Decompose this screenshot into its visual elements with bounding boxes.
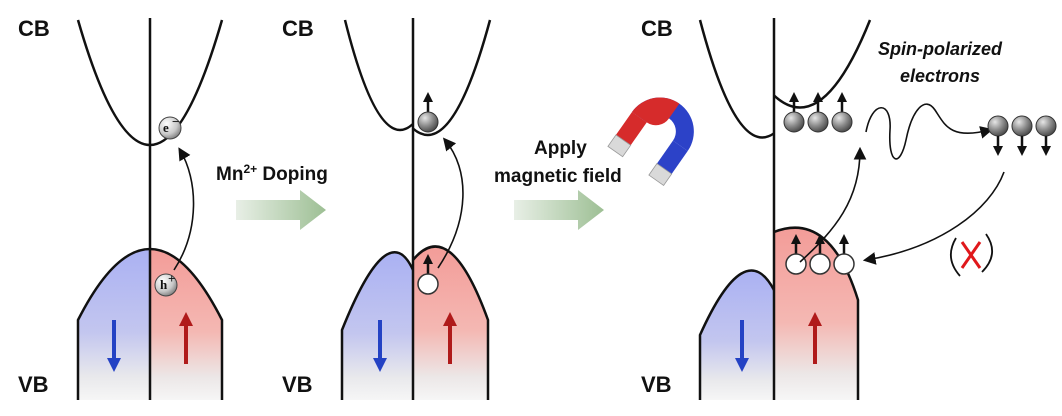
valence-band-curve-up — [412, 245, 490, 400]
hole-label: h — [160, 277, 168, 292]
panel-doped: CB VB — [282, 16, 492, 400]
doping-ion: Mn — [216, 164, 243, 185]
excitation-arrow-3 — [799, 146, 867, 263]
spin-up-hole — [833, 234, 855, 275]
spin-polarized-line2: electrons — [900, 66, 980, 86]
spin-up-arrow-head-2 — [443, 312, 457, 326]
hole-charge: + — [168, 271, 175, 286]
conduction-band-up-3 — [774, 19, 872, 109]
spin-down-electron — [1011, 115, 1033, 156]
spin-down-electron — [987, 115, 1009, 156]
panel-magnetic-field: CB VB — [641, 16, 1057, 400]
conduction-band-up — [413, 19, 492, 136]
spin-up-electron-2 — [417, 92, 439, 133]
excitation-arrow-2 — [437, 137, 464, 269]
vb-label-2: VB — [282, 372, 313, 397]
spin-down-arrow-head — [107, 358, 121, 372]
conduction-band-down-3 — [698, 19, 774, 139]
svg-text:Mn2+ Doping: Mn2+ Doping — [216, 162, 328, 185]
valence-band-curve-down — [340, 251, 415, 400]
spin-up-electron-group — [783, 92, 853, 133]
spin-up-electron — [783, 92, 805, 133]
valence-band-3 — [698, 226, 860, 400]
valence-band-2 — [340, 245, 490, 400]
spin-polarized-line1: Spin-polarized — [878, 39, 1003, 59]
electron-particle: e − — [158, 114, 182, 140]
hole-particle: h + — [154, 271, 178, 297]
electron-label: e — [163, 120, 169, 135]
process-arrow-2 — [514, 190, 604, 230]
spin-up-arrow-head-3 — [808, 312, 822, 326]
valence-band-curve-down-3 — [698, 269, 776, 400]
spin-down-electron-group — [987, 115, 1057, 156]
spin-up-hole — [785, 234, 807, 275]
horseshoe-magnet-icon — [607, 97, 694, 186]
apply-line: Apply — [534, 138, 587, 159]
recombination-arrow — [862, 171, 1005, 265]
electron-charge: − — [172, 114, 179, 129]
spin-down-region-3 — [700, 270, 774, 400]
spin-down-electron — [1035, 115, 1057, 156]
x-mark-icon — [950, 233, 993, 277]
cb-label-3: CB — [641, 16, 673, 41]
spin-up-hole-group — [785, 234, 855, 275]
valence-band-curve-up-3 — [773, 226, 860, 400]
spin-down-region-2 — [342, 252, 413, 400]
panel-undoped: CB VB e − h + — [18, 16, 224, 400]
spin-up-hole-2 — [417, 254, 439, 295]
vb-label: VB — [18, 372, 49, 397]
step-magnetic-field: Apply magnetic field — [494, 138, 622, 230]
magnetic-field-line: magnetic field — [494, 166, 622, 187]
cb-label-2: CB — [282, 16, 314, 41]
transport-arrow — [865, 103, 994, 160]
step-doping: Mn2+ Doping — [216, 162, 328, 230]
spin-up-arrow-head — [179, 312, 193, 326]
vb-label-3: VB — [641, 372, 672, 397]
spin-up-electron — [807, 92, 829, 133]
spin-up-hole — [809, 234, 831, 275]
excitation-arrow — [173, 147, 195, 271]
doping-word: Doping — [257, 164, 328, 185]
doping-charge: 2+ — [243, 162, 257, 176]
conduction-band-down — [343, 19, 413, 131]
spin-down-arrow-head-2 — [373, 358, 387, 372]
spin-up-electron — [831, 92, 853, 133]
process-arrow-1 — [236, 190, 326, 230]
cb-label: CB — [18, 16, 50, 41]
spin-down-arrow-head-3 — [735, 358, 749, 372]
